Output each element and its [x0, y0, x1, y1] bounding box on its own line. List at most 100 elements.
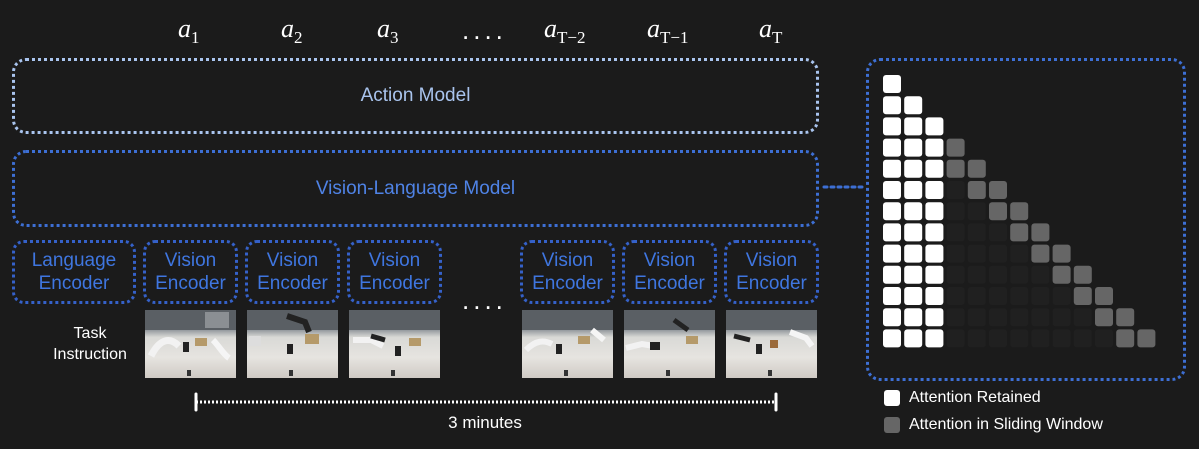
- attention-cell-r7-c1: [904, 223, 923, 242]
- vision-encoder-line1: Vision: [368, 250, 421, 271]
- attention-cell-r7-c5: [989, 223, 1007, 242]
- attention-cell-r6-c2: [925, 202, 944, 221]
- attention-cell-r11-c8: [1052, 308, 1071, 327]
- language-encoder-line1: Language: [31, 250, 117, 271]
- attention-cell-r9-c0: [883, 265, 901, 284]
- camera-frame-2: [247, 310, 338, 378]
- attention-cell-r12-c8: [1052, 329, 1071, 348]
- attention-cell-r9-c7: [1031, 265, 1050, 284]
- attention-cell-r10-c4: [967, 287, 986, 305]
- attention-cell-r10-c2: [925, 287, 944, 305]
- vision-encoder-line2: Encoder: [257, 273, 328, 294]
- vision-encoder-line2: Encoder: [736, 273, 807, 294]
- attention-cell-r9-c2: [925, 265, 944, 284]
- vision-language-model-box: Vision-Language Model: [12, 150, 819, 227]
- attention-cell-r5-c0: [883, 181, 901, 199]
- attention-cell-r3-c3: [946, 138, 965, 157]
- attention-cell-r3-c2: [925, 138, 944, 157]
- attention-cell-r12-c6: [1010, 329, 1029, 348]
- attention-cell-r9-c3: [946, 265, 965, 284]
- attention-cell-r7-c7: [1031, 223, 1050, 242]
- vision-encoder-line1: Vision: [643, 250, 696, 271]
- attention-cell-r4-c2: [925, 159, 944, 178]
- attention-cell-r1-c1: [904, 96, 923, 115]
- attention-cell-r11-c4: [967, 308, 986, 327]
- attention-cell-r10-c3: [946, 287, 965, 305]
- attention-cell-r11-c1: [904, 308, 923, 327]
- action-model-box: Action Model: [12, 58, 819, 134]
- attention-cell-r10-c0: [883, 287, 901, 305]
- task-instruction-line1: Task: [73, 325, 107, 342]
- attention-cell-r8-c2: [925, 244, 944, 263]
- attention-cell-r4-c4: [967, 159, 986, 178]
- connector-dotted-line: [822, 185, 866, 189]
- attention-cell-r12-c5: [989, 329, 1007, 348]
- language-encoder-line2: Encoder: [38, 273, 110, 294]
- attention-cell-r0-c0: [883, 75, 901, 93]
- attention-cell-r12-c7: [1031, 329, 1050, 348]
- attention-cell-r12-c11: [1116, 329, 1135, 348]
- camera-frame-6: [726, 310, 817, 378]
- attention-cell-r12-c2: [925, 329, 944, 348]
- camera-frame-5: [624, 310, 715, 378]
- attention-cell-r7-c4: [967, 223, 986, 242]
- attention-cell-r11-c9: [1073, 308, 1092, 327]
- attention-cell-r2-c1: [904, 117, 923, 136]
- attention-cell-r8-c7: [1031, 244, 1050, 263]
- action-model-label: Action Model: [360, 85, 471, 106]
- attention-cell-r10-c5: [989, 287, 1007, 305]
- attention-cell-r9-c1: [904, 265, 923, 284]
- action-ellipsis: ....: [462, 15, 507, 45]
- attention-cell-r11-c7: [1031, 308, 1050, 327]
- vision-encoder-line2: Encoder: [359, 273, 430, 294]
- attention-cell-r8-c0: [883, 244, 901, 263]
- attention-cell-r2-c0: [883, 117, 901, 136]
- attention-cell-r11-c6: [1010, 308, 1029, 327]
- attention-cell-r8-c8: [1052, 244, 1071, 263]
- attention-cell-r6-c5: [989, 202, 1007, 221]
- attention-cell-r12-c10: [1095, 329, 1113, 348]
- attention-cell-r12-c0: [883, 329, 901, 348]
- action-label-a3: a3: [377, 14, 399, 48]
- legend-label-retained: Attention Retained: [909, 389, 1041, 406]
- attention-cell-r11-c5: [989, 308, 1007, 327]
- attention-cell-r8-c3: [946, 244, 965, 263]
- attention-matrix-frame: [866, 58, 1186, 381]
- attention-cell-r6-c1: [904, 202, 923, 221]
- encoder-ellipsis: ....: [462, 285, 507, 315]
- attention-cell-r12-c4: [967, 329, 986, 348]
- attention-cell-r7-c3: [946, 223, 965, 242]
- vision-encoder-line2: Encoder: [155, 273, 226, 294]
- attention-cell-r8-c4: [967, 244, 986, 263]
- legend-swatch-sliding: [884, 417, 900, 433]
- attention-cell-r11-c10: [1095, 308, 1113, 327]
- attention-cell-r7-c0: [883, 223, 901, 242]
- attention-cell-r3-c1: [904, 138, 923, 157]
- attention-cell-r7-c6: [1010, 223, 1029, 242]
- attention-cell-r4-c0: [883, 159, 901, 178]
- attention-cell-r5-c4: [967, 181, 986, 199]
- camera-frame-1: [145, 310, 236, 378]
- attention-cell-r10-c1: [904, 287, 923, 305]
- task-instruction-label: Task Instruction: [40, 323, 140, 365]
- attention-cell-r4-c1: [904, 159, 923, 178]
- action-label-aT-1: aT−1: [647, 14, 689, 48]
- attention-cell-r5-c1: [904, 181, 923, 199]
- action-label-aT-2: aT−2: [544, 14, 586, 48]
- attention-cell-r6-c6: [1010, 202, 1029, 221]
- attention-cell-r9-c5: [989, 265, 1007, 284]
- time-span-bracket: [194, 392, 778, 412]
- vision-encoder-line1: Vision: [541, 250, 594, 271]
- attention-matrix: [883, 75, 1156, 348]
- attention-cell-r8-c6: [1010, 244, 1029, 263]
- duration-label: 3 minutes: [448, 413, 522, 432]
- attention-cell-r11-c3: [946, 308, 965, 327]
- action-label-a1: a1: [178, 14, 200, 48]
- vision-encoder-line2: Encoder: [532, 273, 603, 294]
